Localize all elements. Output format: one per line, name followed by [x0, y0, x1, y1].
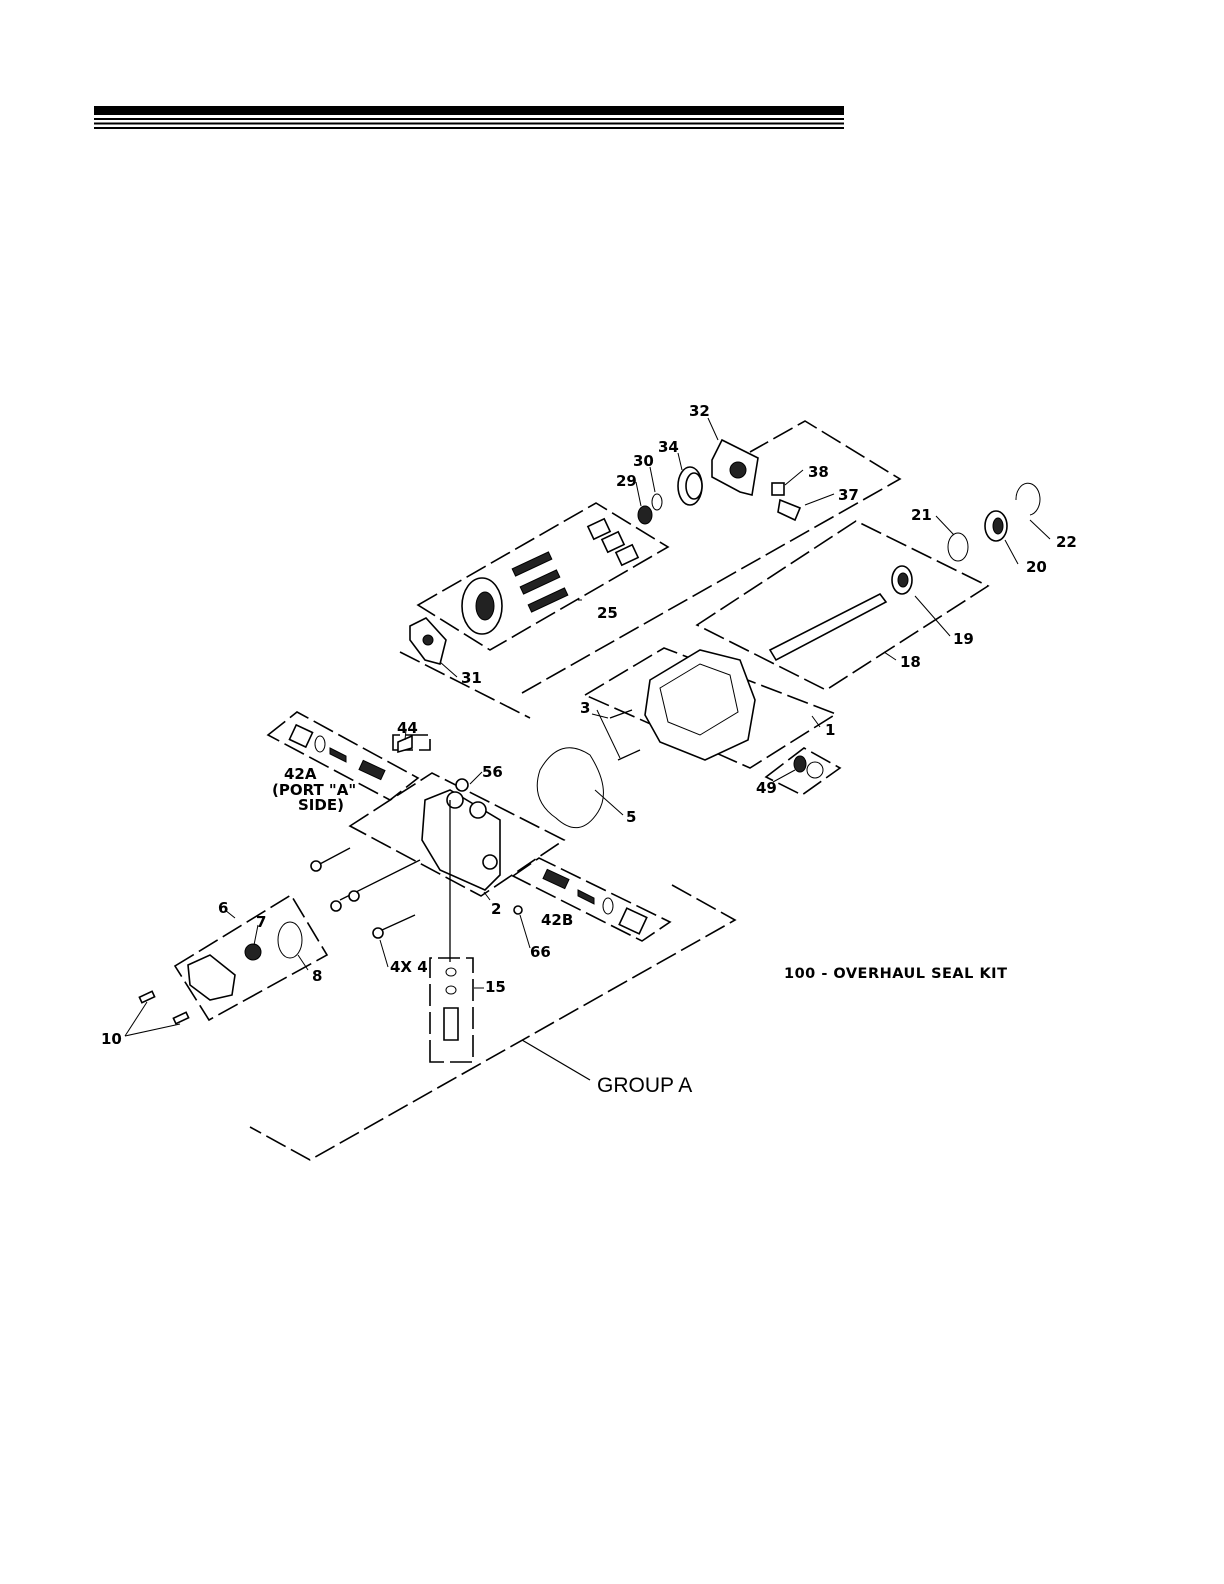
part-6-icon	[188, 955, 235, 1000]
part-22-icon	[1016, 483, 1040, 515]
part-30-icon	[652, 494, 662, 510]
label-42a-sub2: SIDE)	[298, 796, 344, 814]
label-3: 3	[580, 699, 590, 717]
part-7-icon	[245, 944, 261, 960]
part-10-icon	[139, 991, 154, 1002]
part-4-icon	[311, 848, 420, 938]
label-56: 56	[482, 763, 503, 781]
label-22: 22	[1056, 533, 1077, 551]
piston-set-icon	[512, 519, 638, 612]
part-1-icon	[645, 650, 755, 760]
part-66-icon	[514, 906, 522, 914]
label-18: 18	[900, 653, 921, 671]
part-8-icon	[278, 922, 302, 958]
label-15: 15	[485, 978, 506, 996]
label-31: 31	[461, 669, 482, 687]
label-42b: 42B	[541, 911, 573, 929]
label-34: 34	[658, 438, 679, 456]
label-19: 19	[953, 630, 974, 648]
part-18-icon	[770, 594, 886, 660]
label-8: 8	[312, 967, 322, 985]
label-37: 37	[838, 486, 859, 504]
part-38-icon	[772, 483, 784, 495]
part-21-icon	[948, 533, 968, 561]
label-6: 6	[218, 899, 228, 917]
label-4: 4X 4	[390, 958, 428, 976]
group-a-bracket	[250, 885, 735, 1160]
label-32: 32	[689, 402, 710, 420]
part-56-icon	[456, 779, 468, 791]
part-49-icon	[794, 756, 806, 772]
kit-note: 100 - OVERHAUL SEAL KIT	[784, 966, 1007, 982]
label-5: 5	[626, 808, 636, 826]
group-label: GROUP A	[597, 1074, 692, 1097]
part-5-icon	[537, 748, 603, 828]
part-37-icon	[778, 500, 800, 520]
label-25: 25	[597, 604, 618, 622]
label-30: 30	[633, 452, 654, 470]
label-44: 44	[397, 719, 418, 737]
part-29-icon	[638, 506, 652, 524]
label-10: 10	[101, 1030, 122, 1048]
label-38: 38	[808, 463, 829, 481]
label-21: 21	[911, 506, 932, 524]
label-2: 2	[491, 900, 501, 918]
label-7: 7	[256, 913, 266, 931]
label-66: 66	[530, 943, 551, 961]
label-1: 1	[825, 721, 835, 739]
label-49: 49	[756, 779, 777, 797]
group-a-leader	[522, 1040, 590, 1080]
label-29: 29	[616, 472, 637, 490]
label-20: 20	[1026, 558, 1047, 576]
